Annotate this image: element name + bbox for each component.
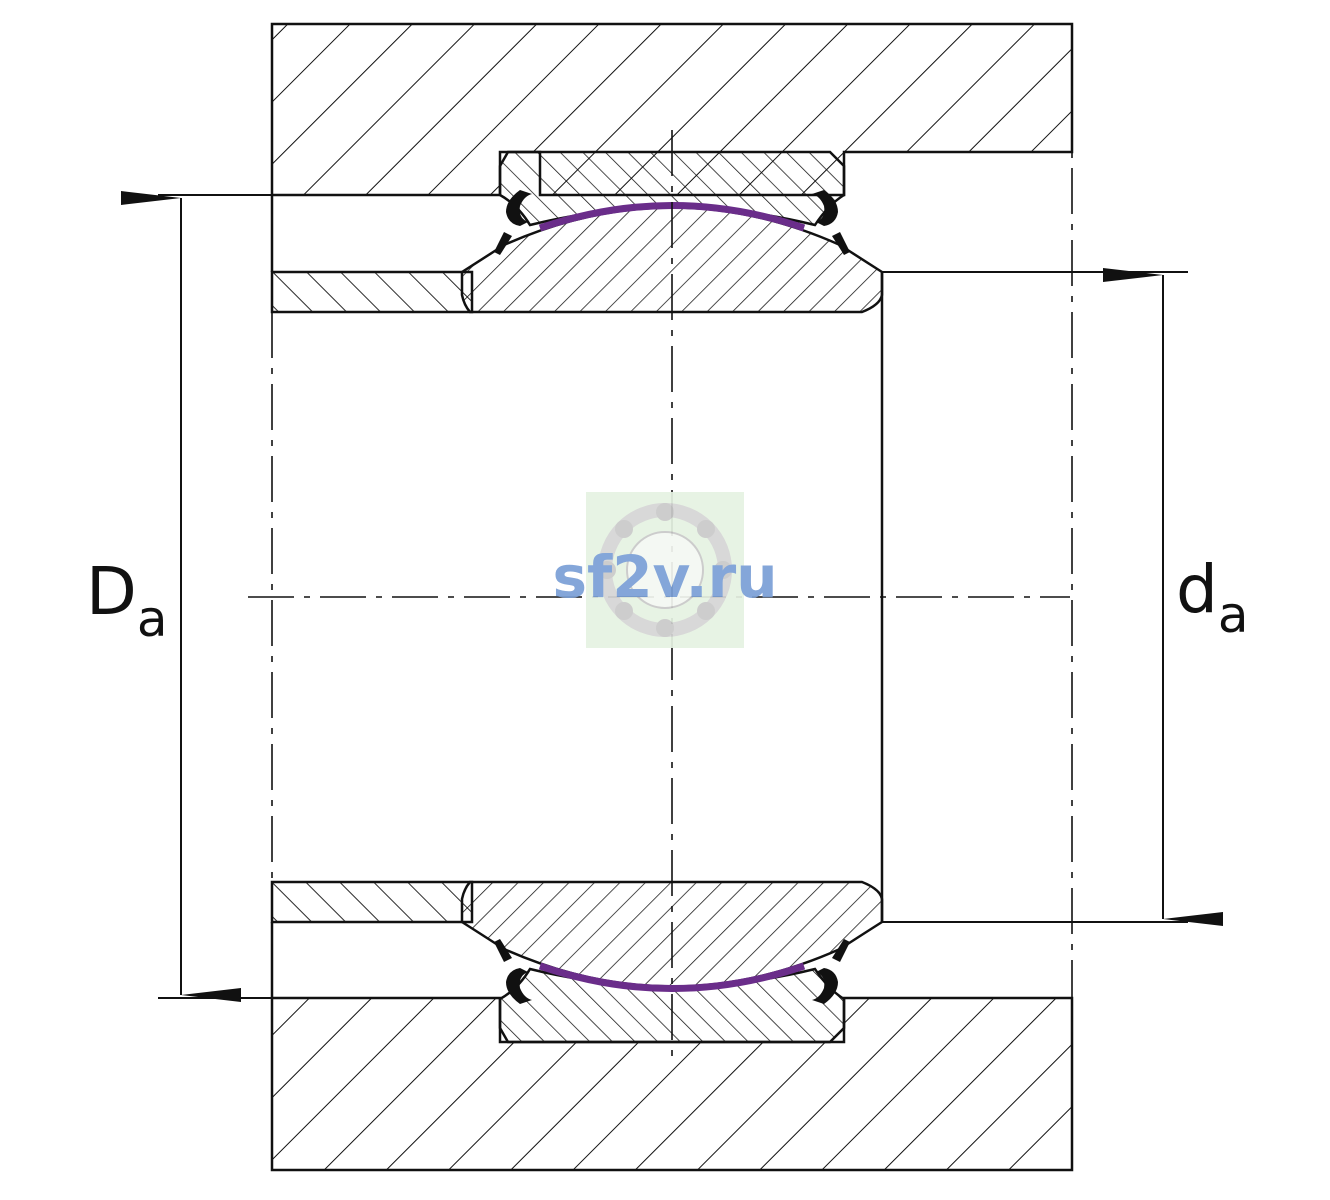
watermark-text: sf2v.ru xyxy=(552,543,777,611)
seal-bottom-left xyxy=(494,939,532,1004)
dimension-Da xyxy=(121,191,272,1002)
seal-top-right xyxy=(812,190,850,255)
watermark: sf2v.ru xyxy=(552,492,778,648)
watermark-bearing-center xyxy=(626,531,704,609)
shaft-top-section xyxy=(270,270,474,314)
sliding-liner-bottom xyxy=(538,962,806,992)
seal-bottom-right xyxy=(812,939,850,1004)
dimension-da xyxy=(882,268,1223,926)
label-Da: Da xyxy=(86,553,167,648)
watermark-balls xyxy=(598,503,732,637)
seal-top-left xyxy=(494,190,532,255)
shaft-bottom-section xyxy=(270,880,474,924)
label-da: da xyxy=(1176,551,1249,644)
